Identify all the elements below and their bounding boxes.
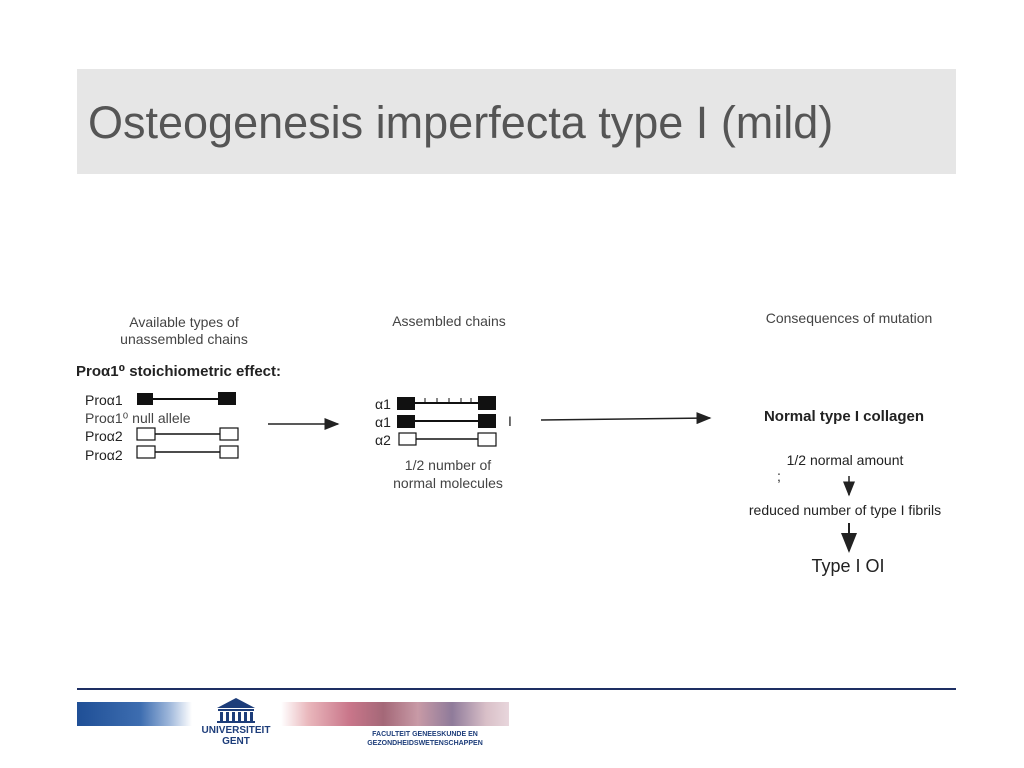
assembled-chain-a2 bbox=[398, 432, 497, 447]
slide-title: Osteogenesis imperfecta type I (mild) bbox=[88, 97, 834, 148]
chain-label-proa2-2: Proα2 bbox=[85, 447, 123, 463]
left-heading-line1: Available types of bbox=[129, 314, 239, 330]
result-reduced-fibrils: reduced number of type I fibrils bbox=[748, 502, 942, 518]
footer-rule bbox=[77, 688, 956, 690]
faculty-photo-strip bbox=[281, 702, 509, 726]
left-heading-line2: unassembled chains bbox=[120, 331, 248, 347]
assembled-label-a1-bottom: α1 bbox=[375, 414, 391, 430]
middle-caption-line2: normal molecules bbox=[393, 475, 503, 491]
university-name-line1: UNIVERSITEIT bbox=[201, 725, 271, 736]
unassembled-chain-proa2-2 bbox=[136, 445, 239, 459]
chain-label-proa2-1: Proα2 bbox=[85, 428, 123, 444]
chain-label-null-allele: Proα1⁰ null allele bbox=[85, 410, 191, 426]
assembled-label-a1-top: α1 bbox=[375, 396, 391, 412]
university-name-line2: GENT bbox=[222, 736, 250, 747]
middle-caption-line1: 1/2 number of bbox=[404, 457, 492, 473]
right-heading: Consequences of mutation bbox=[765, 310, 933, 326]
assembled-label-a2: α2 bbox=[375, 432, 391, 448]
middle-heading: Assembled chains bbox=[392, 313, 506, 329]
unassembled-chain-proa1 bbox=[137, 392, 236, 405]
result-normal-collagen: Normal type I collagen bbox=[763, 408, 925, 425]
arrow-to-consequences bbox=[540, 412, 712, 425]
assembled-chain-a1-top bbox=[397, 396, 496, 410]
unassembled-chain-proa2-1 bbox=[136, 427, 239, 441]
result-tick-mark: ; bbox=[777, 468, 781, 484]
chain-label-proa1: Proα1 bbox=[85, 392, 123, 408]
footer-blue-stripe bbox=[77, 702, 192, 726]
faculty-name-line2: GEZONDHEIDSWETENSCHAPPEN bbox=[367, 740, 483, 747]
title-bar: Osteogenesis imperfecta type I (mild) bbox=[77, 69, 956, 174]
result-half-amount: 1/2 normal amount bbox=[786, 452, 904, 468]
stoichiometric-effect-label: Proα1⁰ stoichiometric effect: bbox=[76, 363, 282, 380]
assembled-chain-a1-bottom bbox=[397, 414, 496, 428]
result-outcome-type-i-oi: Type I OI bbox=[811, 556, 885, 576]
type-i-marker: I bbox=[508, 413, 512, 429]
building-columns-icon bbox=[217, 698, 255, 723]
faculty-name-line1: FACULTEIT GENEESKUNDE EN bbox=[372, 731, 478, 738]
